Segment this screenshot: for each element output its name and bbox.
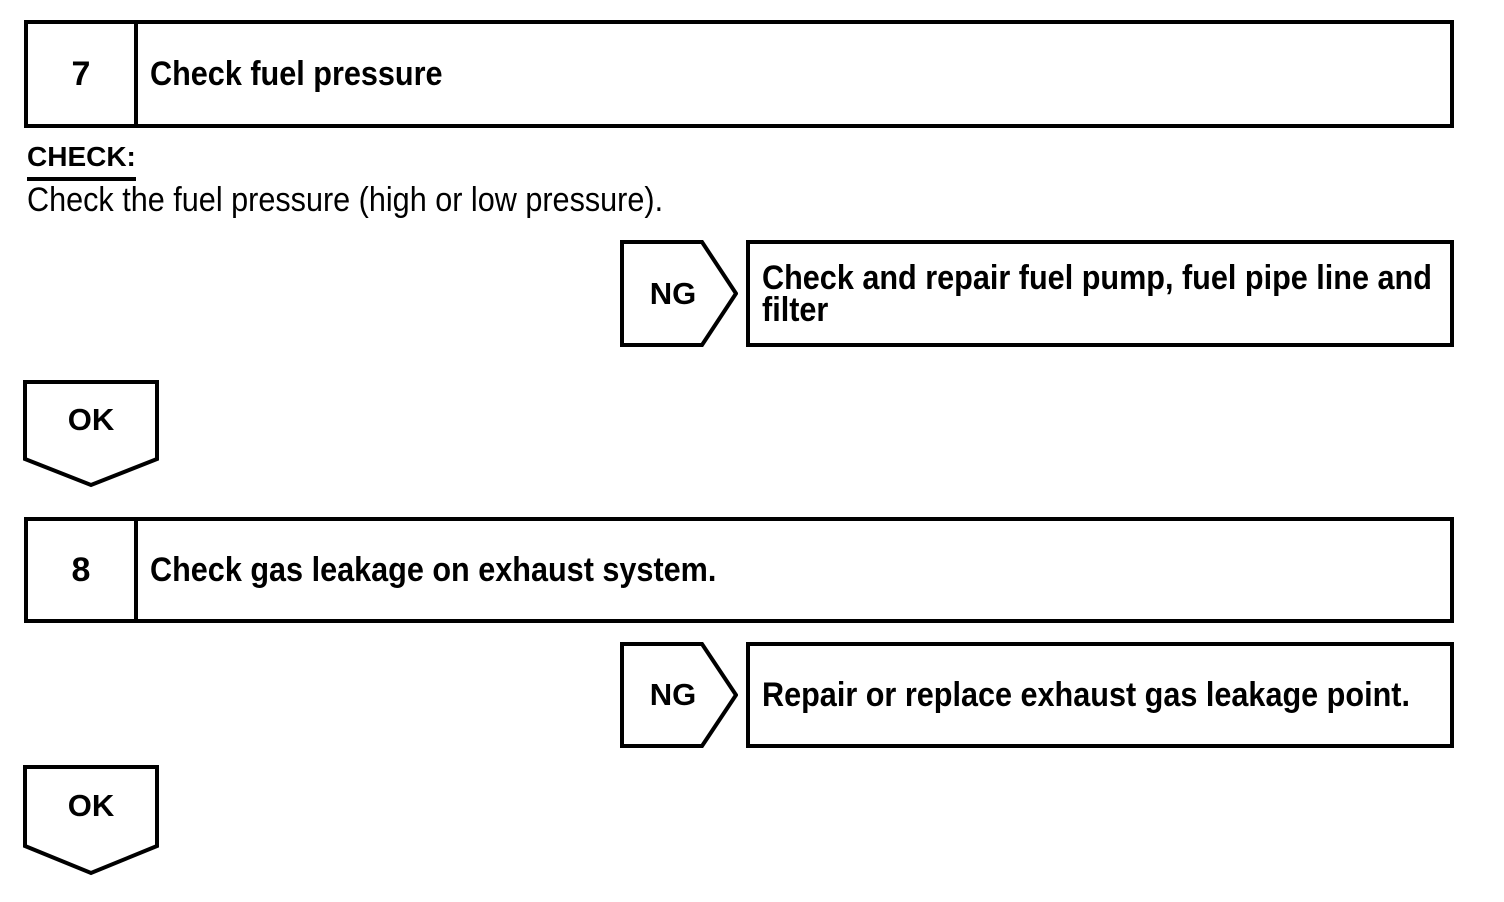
ng-action-line-1: Repair or replace exhaust gas leakage po… <box>762 676 1410 714</box>
check-description-text: Check the fuel pressure (high or low pre… <box>27 181 664 219</box>
step-7-number: 7 <box>28 24 138 124</box>
ok-connector-2: OK <box>23 765 159 876</box>
step-7-box: 7 Check fuel pressure <box>24 20 1454 128</box>
step-8-box: 8 Check gas leakage on exhaust system. <box>24 517 1454 623</box>
ng-action-box-1: Check and repair fuel pump, fuel pipe li… <box>746 240 1454 347</box>
ng-arrow-icon <box>620 642 738 748</box>
ng-action-box-2: Repair or replace exhaust gas leakage po… <box>746 642 1454 748</box>
ng-arrow-icon <box>620 240 738 347</box>
ng-action-text: Check and repair fuel pump, fuel pipe li… <box>762 258 1444 297</box>
ok-arrow-icon <box>23 380 159 488</box>
ng-action-text: filter <box>762 290 1444 329</box>
step-8-title-text: Check gas leakage on exhaust system. <box>150 550 717 589</box>
ng-label: NG <box>649 677 697 712</box>
step-8-number: 8 <box>28 521 138 619</box>
ng-action-line-2: filter <box>762 290 829 329</box>
ok-label: OK <box>67 787 115 823</box>
check-description: Check the fuel pressure (high or low pre… <box>27 180 734 221</box>
ng-label: NG <box>649 275 697 311</box>
ok-label: OK <box>67 401 115 437</box>
step-7-title: Check fuel pressure <box>138 24 1450 124</box>
ng-action-line-1: Check and repair fuel pump, fuel pipe li… <box>762 258 1432 297</box>
ok-arrow-icon <box>23 765 159 876</box>
ng-connector-1: NG <box>620 240 738 347</box>
ok-connector-1: OK <box>23 380 159 488</box>
step-8-title: Check gas leakage on exhaust system. <box>138 521 1450 619</box>
step-7-title-text: Check fuel pressure <box>150 54 443 93</box>
ng-connector-2: NG <box>620 642 738 748</box>
ng-action-text: Repair or replace exhaust gas leakage po… <box>762 676 1444 714</box>
check-heading: CHECK: <box>27 141 136 181</box>
